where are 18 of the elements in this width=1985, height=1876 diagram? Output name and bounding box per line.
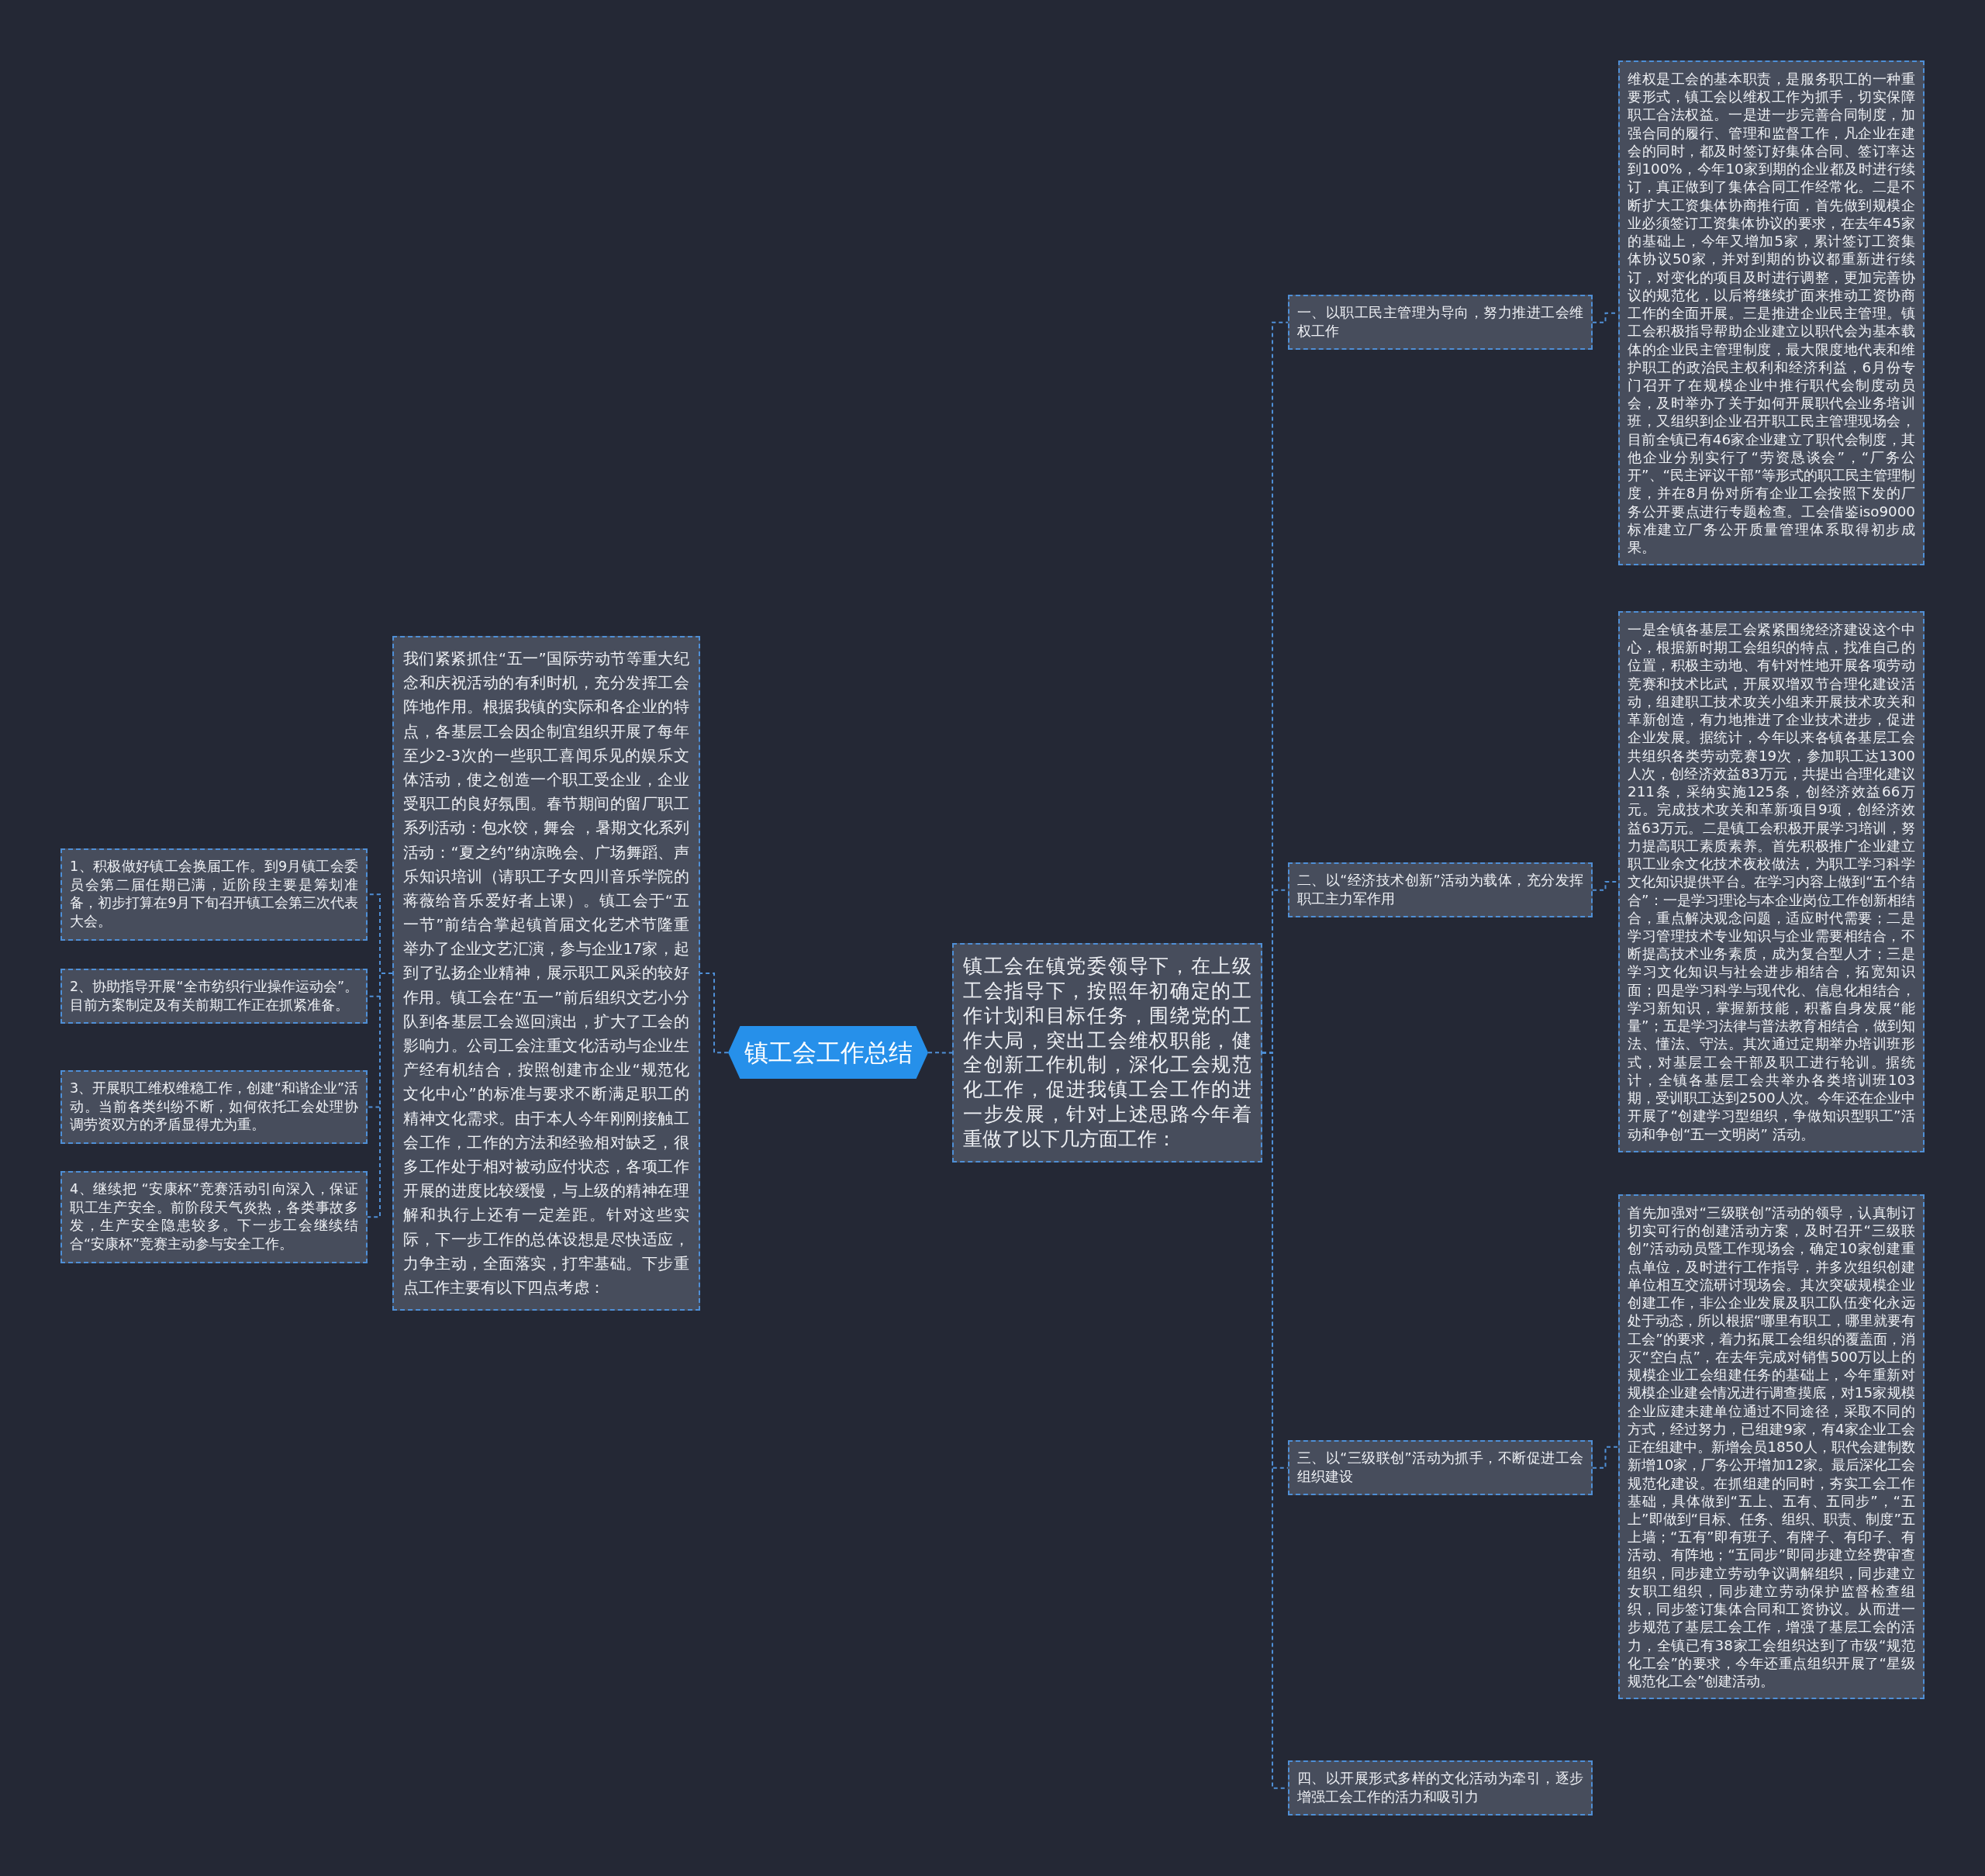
text-box: 2、协助指导开展“全市纺织行业操作运动会”。目前方案制定及有关前期工作正在抓紧准备。 (60, 969, 368, 1024)
connector-line (1592, 1446, 1619, 1469)
branch-box: 二、以“经济技术创新”活动为载体，充分发挥职工主力军作用 (1288, 862, 1593, 918)
branch-box: 三、以“三级联创”活动为抓手，不断促进工会组织建设 (1288, 1440, 1593, 1496)
text-box: 首先加强对“三级联创”活动的领导，认真制订切实可行的创建活动方案，及时召开“三级联创”活动动员暨工作现场会，确定10家创建重点单位，及时进行工作指导，并多次组织创建单位相互交流研讨现场会。其次突破规模企业创建工作，非公企业发展及职工队伍变化永远处于动态，所以根据“哪里有职工，哪里就要有工会”的要求，着力拓展工会组织的覆盖面，消灭“空白点”，在去年完成对销售500万以上的规模企业工会组建任务的基础上，今年重新对规模企业建会情况进行调查摸底，对15家规模企业应建未建单位通过不同途径，采取不同的方式，经过努力，已组建9家，有4家企业工会正在组建中。新增会员1850人，职代会建制数新增10家，厂务公开增加12家。最后深化工会规范化建设。在抓组建的同时，夯实工会工作基础，具体做到“五上、五有、五同步”，“五上”即做到“目标、任务、组织、职责、制度”五上墙；“五有”即有班子、有牌子、有印子、有活动、有阵地；“五同步”即同步建立经费审查组织，同步建立劳动争议调解组织，同步建立女职工组织，同步建立劳动保护监督检查组织，同步签订集体合同和工资协议。从而进一步规范了基层工会工作，增强了基层工会的活力，全镇已有38家工会组织达到了市级“规范化工会”的要求，今年还重点组织开展了“星级规范化工会”创建活动。 (1618, 1194, 1925, 1700)
connector-line (367, 973, 393, 1218)
text-box: 镇工会在镇党委领导下，在上级工会指导下，按照年初确定的工作计划和目标任务，围绕党的工作大局，突出工会维权职能，健全创新工作机制，深化工会规范化工作，促进我镇工会工作的进一步发展，针对上述思路今年着重做了以下几方面工作： (952, 943, 1262, 1163)
branch-box: 一、以职工民主管理为导向，努力推进工会维权工作 (1288, 295, 1593, 351)
text-box: 维权是工会的基本职责，是服务职工的一种重要形式，镇工会以维权工作为抓手，切实保障职工合法权益。一是进一步完善合同制度，加强合同的履行、管理和监督工作，凡企业在建会的同时，都及时签订好集体合同、签订率达到100%，今年10家到期的企业都及时进行续订，真正做到了集体合同工作经常化。二是不断扩大工资集体协商推行面，首先做到规模企业必须签订工资集体协议的要求，在去年45家的基础上，今年又增加5家，累计签订工资集体协议50家，并对到期的协议都重新进行续订，对变化的项目及时进行调整，更加完善协议的规范化，以后将继续扩面来推动工资协商工作的全面开展。三是推进企业民主管理。镇工会积极指导帮助企业建立以职代会为基本载体的企业民主管理制度，最大限度地代表和维护职工的政治民主权利和经济利益，6月份专门召开了在规模企业中推行职代会制度动员会，及时举办了关于如何开展职代会业务培训班，又组织到企业召开职工民主管理现场会，目前全镇已有46家企业建立了职代会制度，其他企业分别实行了“劳资恳谈会”，“厂务公开”、“民主评议干部”等形式的职工民主管理制度，并在8月份对所有企业工会按照下发的厂务公开要点进行专题检查。工会借鉴iso9000标准建立厂务公开质量管理体系取得初步成果。 (1618, 60, 1925, 566)
text-box: 我们紧紧抓住“五一”国际劳动节等重大纪念和庆祝活动的有利时机，充分发挥工会阵地作用。根据我镇的实际和各企业的特点，各基层工会因企制宜组织开展了每年至少2-3次的一些职工喜闻乐见的娱乐文体活动，使之创造一个职工受企业，企业受职工的良好氛围。春节期间的留厂职工系列活动：包水饺，舞会 ，暑期文化系列活动：“夏之约”纳凉晚会、广场舞蹈、声乐知识培训（请职工子女四川音乐学院的蒋薇给音乐爱好者上课）。镇工会于“五一节”前结合掌起镇首届文化艺术节隆重举办了企业文艺汇演，参与企业17家，起到了弘扬企业精神，展示职工风采的较好作用。镇工会在“五一”前后组织文艺小分队到各基层工会巡回演出，扩大了工会的影响力。公司工会注重文化活动与企业生产经有机结合，按照创建市企业“规范化文化中心”的标准与要求不断满足职工的精神文化需求。由于本人今年刚刚接触工会工作，工作的方法和经验相对缺乏，很多工作处于相对被动应付状态，各项工作开展的进度比较缓慢，与上级的精神在理解和执行上还有一定差距。针对这些实际，下一步工作的总体设想是尽快适应，力争主动，全面落实，打牢基础。下步重点工作主要有以下四点考虑： (392, 636, 700, 1311)
branch-box: 四、以开展形式多样的文化活动为牵引，逐步增强工会工作的活力和吸引力 (1288, 1760, 1593, 1816)
text-box: 3、开展职工维权维稳工作，创建“和谐企业”活动。当前各类纠纷不断，如何依托工会处理协调劳资双方的矛盾显得尤为重。 (60, 1070, 368, 1144)
connector-line (699, 973, 729, 1054)
text-box: 一是全镇各基层工会紧紧围绕经济建设这个中心，根据新时期工会组织的特点，找准自己的位置，积极主动地、有针对性地开展各项劳动竞赛和技术比武，开展双增双节合理化建设活动，组建职工技术攻关小组来开展技术攻关和革新创造，有力地推进了企业技术进步，促进企业发展。据统计，今年以来各镇各基层工会共组织各类劳动竞赛19次，参加职工达1300人次，创经济效益83万元，共提出合理化建议211条，采纳实施125条，创经济效益66万元。完成技术攻关和革新项目9项，创经济效益63万元。二是镇工会积极开展学习培训，努力提高职工素质素养。首先积极推广企业建立职工业余文化技术夜校做法，为职工学习科学文化知识提供平台。在学习内容上做到“五个结合”：一是学习理论与本企业岗位工作创新相结合，重点解决观念问题，适应时代需要；二是学习管理技术专业知识与企业需要相结合，不断提高技术业务素质，成为复合型人才；三是学习文化知识与社会进步相结合，拓宽知识面；四是学习科学与现代化、信息化相结合，学习新知识，掌握新技能，积蓄自身发展“能量”；五是学习法律与普法教育相结合，做到知法、懂法、守法。其次通过定期举办培训班形式，对基层工会干部及职工进行轮训。据统计，全镇各基层工会共举办各类培训班103期，受训职工达到2500人次。今年还在企业中开展了“创建学习型组织，争做知识型职工”活动和争创“五一文明岗” 活动。 (1618, 611, 1925, 1152)
central-topic: 镇工会工作总结 (728, 1026, 928, 1080)
text-box: 1、积极做好镇工会换届工作。到9月镇工会委员会第二届任期已满，近阶段主要是筹划准备，初步打算在9月下旬召开镇工会第三次代表大会。 (60, 848, 368, 941)
connector-line (927, 1052, 953, 1054)
text-box: 4、继续把 “安康杯”竞赛活动引向深入，保证职工生产安全。前阶段天气炎热，各类事故多发，生产安全隐患较多。下一步工会继续结合“安康杯”竞赛主动参与安全工作。 (60, 1171, 368, 1263)
